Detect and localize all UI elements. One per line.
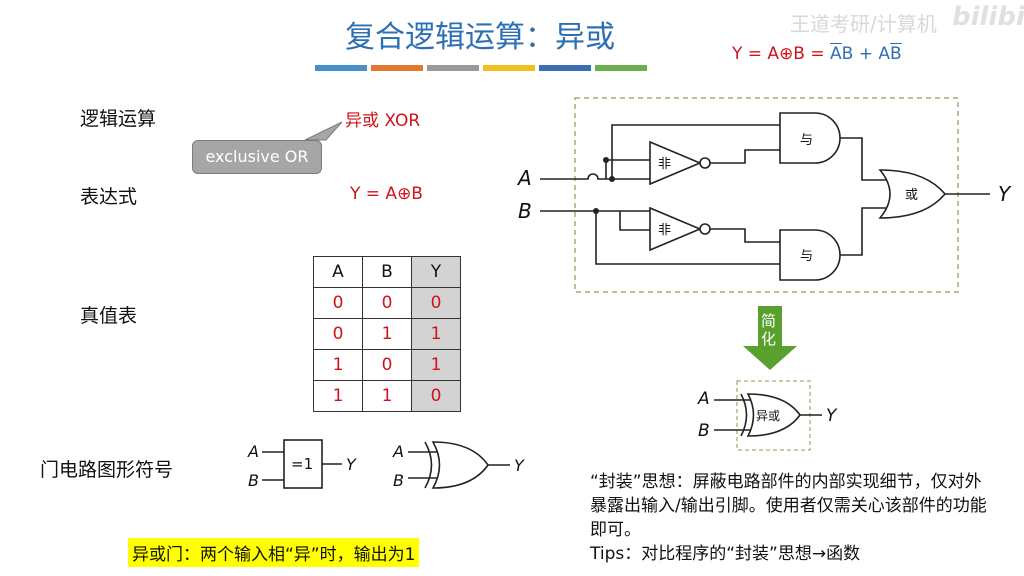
not-gate-1-label: 非 xyxy=(658,157,671,172)
wire-not1-to-and1 xyxy=(710,149,780,164)
note-line-2: Tips：对比程序的“封装”思想→函数 xyxy=(590,544,861,564)
sym2-extra-curve xyxy=(424,441,433,489)
title-stripe-1 xyxy=(315,65,367,71)
note-line-1: “封装”思想：屏蔽电路部件的内部实现细节，仅对外暴露出输入/输出引脚。使用者仅需… xyxy=(590,472,987,540)
junction-b xyxy=(593,208,599,214)
simplify-arrow xyxy=(743,306,797,370)
row-label-gate-symbol: 门电路图形符号 xyxy=(40,459,174,481)
expression-value: Y = A⊕B xyxy=(350,184,423,204)
wire-not2-to-and2 xyxy=(710,228,780,243)
bilibili-logo: bilibili xyxy=(952,2,1024,32)
table-row: 1 0 1 xyxy=(313,349,461,381)
xor-name: 异或 XOR xyxy=(345,111,421,131)
not-gate-2 xyxy=(649,206,703,252)
iec-xor-label: =1 xyxy=(291,455,313,473)
table-row: 0 0 0 xyxy=(313,287,461,319)
xor-input-a-label: A xyxy=(697,389,710,409)
and-gate-2 xyxy=(779,229,841,281)
page-title: 复合逻辑运算：异或 xyxy=(345,20,615,55)
output-y-label: Y xyxy=(998,182,1012,206)
ansi-xor-symbol xyxy=(431,441,489,489)
and-gate-2-label: 与 xyxy=(800,249,813,264)
sym2-inputs xyxy=(408,451,438,479)
title-stripe-2 xyxy=(371,65,423,71)
formula-term1-b: B xyxy=(841,44,854,64)
or-gate-label: 或 xyxy=(905,188,918,203)
table-header-cell: A xyxy=(313,256,363,288)
sym1-inputs xyxy=(262,451,284,481)
sym1-input-b: B xyxy=(248,471,259,490)
wire-b-to-and2 xyxy=(595,211,780,265)
wire-and2-to-or xyxy=(840,207,888,256)
table-cell: 1 xyxy=(313,349,363,381)
simplify-label-2: 化 xyxy=(761,330,776,348)
table-cell: 0 xyxy=(411,380,461,412)
xor-gate-label: 异或 xyxy=(756,409,780,423)
truth-table: A B Y 0 0 0 0 1 1 1 0 1 1 1 0 xyxy=(313,256,461,412)
and-gate-1-label: 与 xyxy=(800,133,813,148)
title-stripe-5 xyxy=(539,65,591,71)
input-b-label: B xyxy=(518,199,532,223)
exclusive-or-bubble: exclusive OR xyxy=(192,140,322,174)
table-cell: 0 xyxy=(313,287,363,319)
table-cell: 1 xyxy=(362,380,412,412)
wire-a-to-and1 xyxy=(611,124,780,179)
and-gate-1 xyxy=(779,112,841,164)
row-label-logic-op: 逻辑运算 xyxy=(80,108,157,130)
wire-and1-to-or xyxy=(840,137,888,181)
table-cell: 1 xyxy=(411,349,461,381)
formula-plus: + xyxy=(853,44,879,64)
junction-a xyxy=(609,176,615,182)
xor-output-y-label: Y xyxy=(826,406,838,426)
table-cell: 0 xyxy=(362,349,412,381)
not-bubble-2 xyxy=(699,223,711,235)
title-stripe-4 xyxy=(483,65,535,71)
table-row: 0 1 1 xyxy=(313,318,461,350)
row-label-expression: 表达式 xyxy=(80,186,138,208)
title-stripe-3 xyxy=(427,65,479,71)
input-a-label: A xyxy=(516,166,532,190)
table-row: 1 1 0 xyxy=(313,380,461,412)
formula-term2-b: B xyxy=(890,44,902,64)
watermark-text: 王道考研/计算机 xyxy=(790,12,937,36)
not-gate-1 xyxy=(649,140,703,186)
simplify-label-1: 简 xyxy=(761,312,776,330)
sym2-output-y: Y xyxy=(514,456,525,475)
wire-b-to-not2 xyxy=(619,211,650,231)
table-cell: 1 xyxy=(411,318,461,350)
row-label-truth-table: 真值表 xyxy=(80,305,138,327)
title-stripe-6 xyxy=(595,65,647,71)
table-cell: 0 xyxy=(411,287,461,319)
or-gate xyxy=(878,169,947,219)
xor-input-b-label: B xyxy=(698,421,710,441)
sym2-input-a: A xyxy=(392,442,404,461)
xor-formula: Y = A⊕B = AB + AB xyxy=(732,44,902,64)
formula-term1-a: A xyxy=(830,44,842,64)
circuit-frame xyxy=(574,97,959,293)
xor-gate-simplified xyxy=(746,393,801,437)
wire-a xyxy=(540,173,650,180)
xor-highlight-note: 异或门：两个输入相“异”时，输出为1 xyxy=(128,538,420,567)
xor-gate-extra-curve xyxy=(740,393,748,437)
sym1-input-a: A xyxy=(247,442,259,461)
iec-xor-symbol xyxy=(283,439,323,489)
sym1-output-y: Y xyxy=(346,455,357,474)
sym2-input-b: B xyxy=(393,471,404,490)
encapsulation-note: “封装”思想：屏蔽电路部件的内部实现细节，仅对外暴露出输入/输出引脚。使用者仅需… xyxy=(590,470,990,566)
table-cell: 1 xyxy=(313,380,363,412)
not-gate-2-label: 非 xyxy=(658,223,671,238)
formula-lhs: Y = A⊕B = xyxy=(732,44,831,64)
not-bubble-1 xyxy=(699,157,711,169)
formula-term2-a: A xyxy=(878,44,891,64)
